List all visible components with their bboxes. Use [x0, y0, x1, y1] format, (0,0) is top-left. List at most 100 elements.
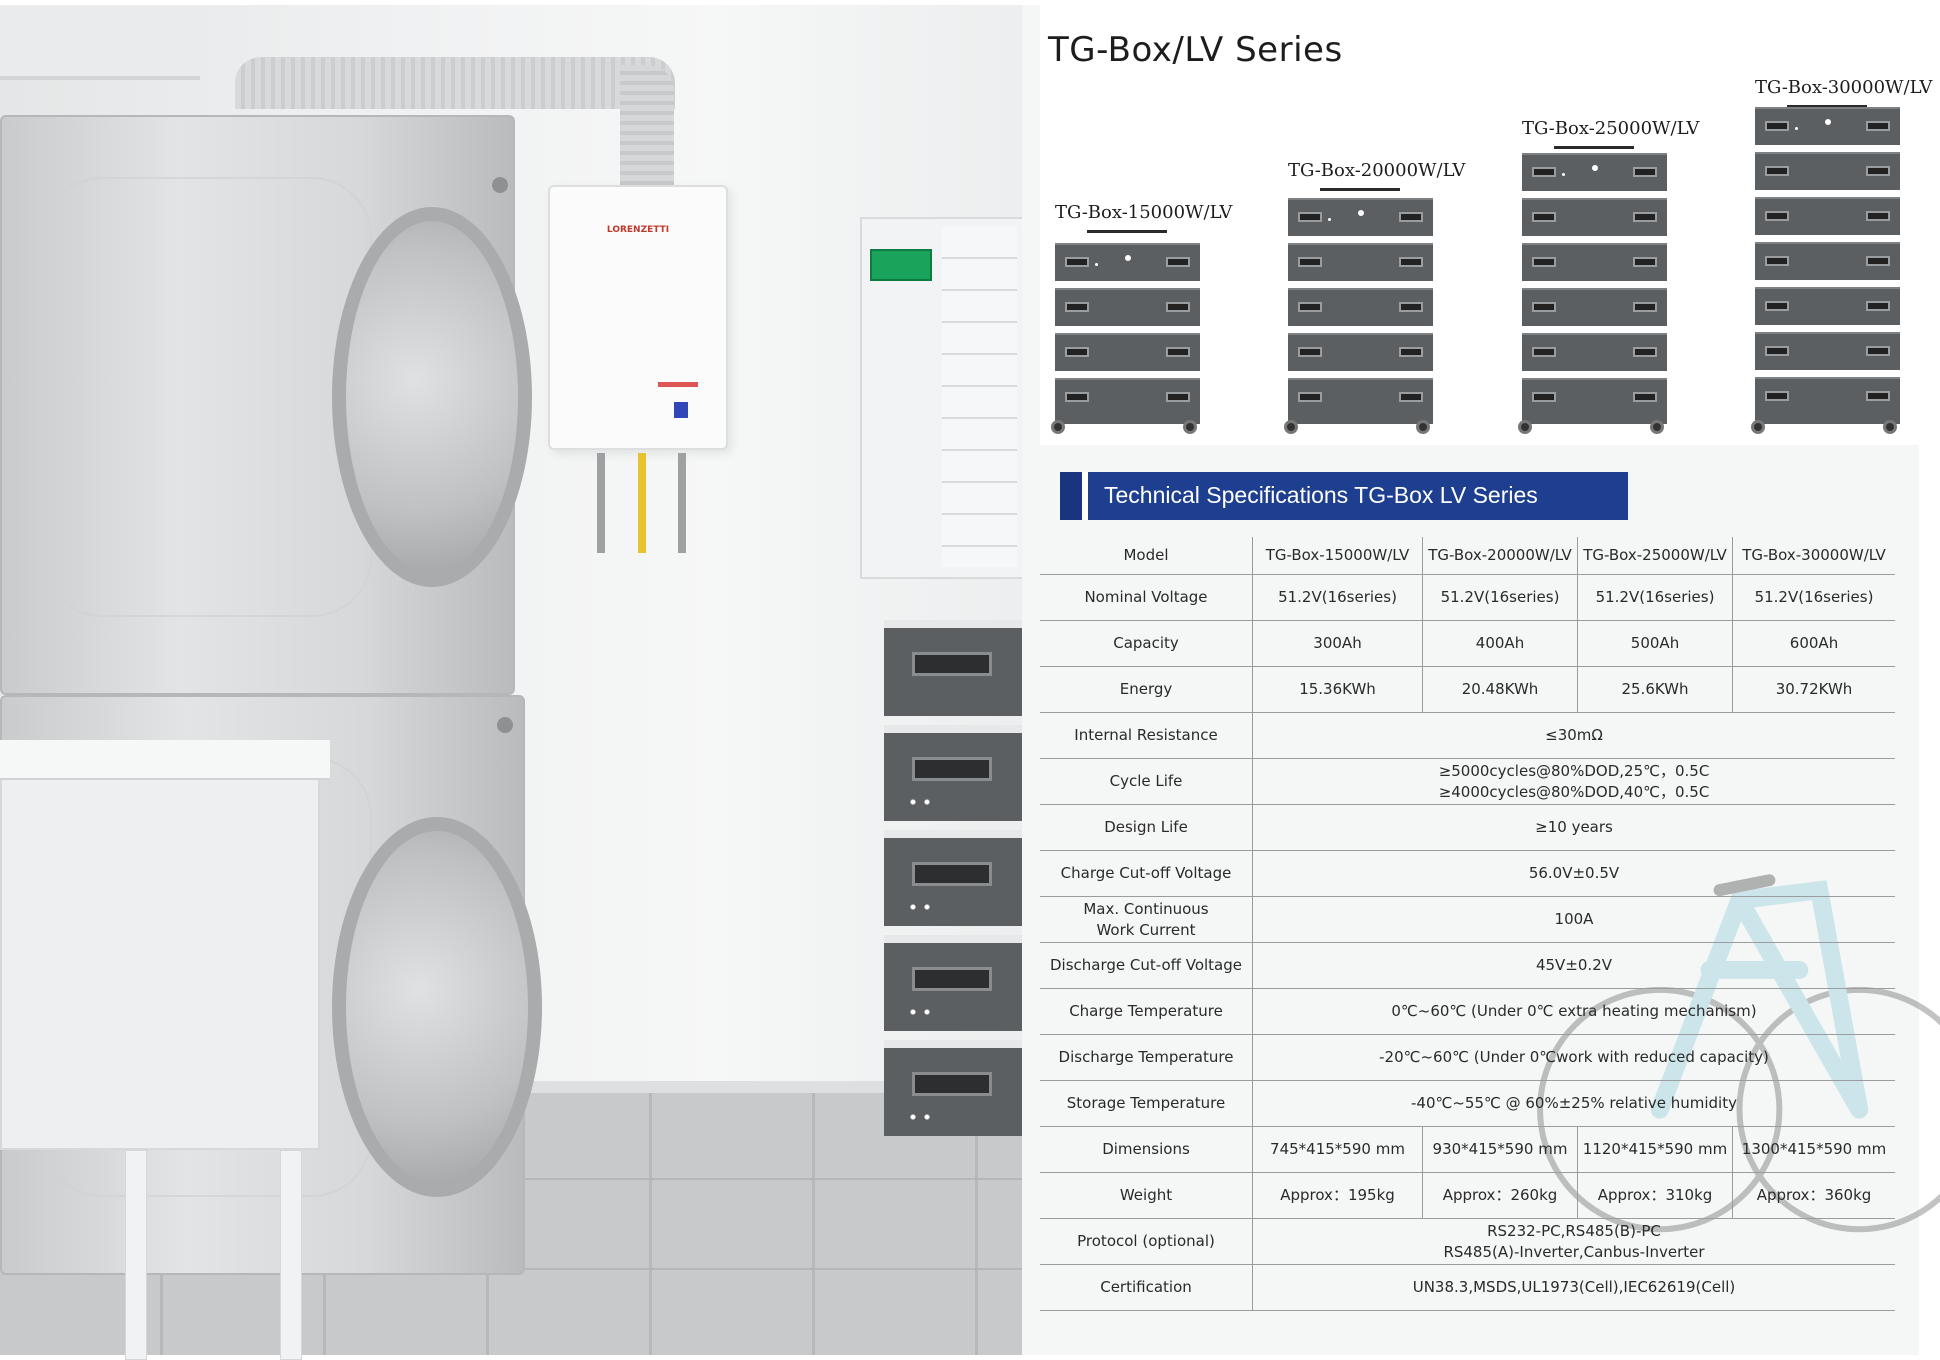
row-label: Capacity [1040, 621, 1253, 666]
table-cell: 20.48KWh [1423, 667, 1578, 712]
sink-leg [125, 1150, 147, 1360]
washer-door [332, 817, 542, 1197]
cell-text: ≥4000cycles@80%DOD,40℃，0.5C [1439, 782, 1710, 802]
table-cell: 51.2V(16series) [1733, 575, 1895, 620]
table-cell: 51.2V(16series) [1253, 575, 1423, 620]
battery-tower-label: TG-Box-20000W/LV [1288, 160, 1465, 181]
heater-brand-logo: LORENZETTI [550, 225, 726, 235]
cell-text: RS232-PC,RS485(B)-PC [1487, 1221, 1661, 1241]
utility-sink [0, 740, 320, 1150]
heater-display [674, 402, 688, 418]
table-cell: 51.2V(16series) [1578, 575, 1733, 620]
battery-tower-label: TG-Box-15000W/LV [1055, 202, 1232, 223]
row-label-text: Charge Cut-off Voltage [1061, 863, 1232, 883]
battery-module [1055, 333, 1200, 371]
battery-module [1288, 378, 1433, 416]
water-pipe [678, 453, 686, 553]
caster-wheel [1051, 420, 1065, 434]
row-label-text: Capacity [1113, 633, 1179, 653]
dryer-knob [492, 177, 508, 193]
battery-module [1755, 332, 1900, 370]
battery-tower-label: TG-Box-25000W/LV [1522, 118, 1699, 139]
inverter-unit [860, 217, 1025, 579]
row-label: Certification [1040, 1265, 1253, 1310]
row-label: Energy [1040, 667, 1253, 712]
dryer-duct [235, 57, 675, 109]
battery-module [1755, 107, 1900, 145]
caster-wheel [1416, 420, 1430, 434]
caster-wheel [1183, 420, 1197, 434]
table-cell: Approx：195kg [1253, 1173, 1423, 1218]
cell-text: RS485(A)-Inverter,Canbus-Inverter [1443, 1242, 1704, 1262]
row-label-text: Work Current [1096, 920, 1195, 940]
table-cell-span: -40℃~55℃ @ 60%±25% relative humidity [1253, 1081, 1895, 1126]
table-row: Internal Resistance ≤30mΩ [1040, 713, 1895, 759]
table-cell-span: -20℃~60℃ (Under 0℃work with reduced capa… [1253, 1035, 1895, 1080]
row-label-text: Dimensions [1102, 1139, 1190, 1159]
cell-text: -20℃~60℃ (Under 0℃work with reduced capa… [1379, 1047, 1769, 1067]
row-label-text: Cycle Life [1110, 771, 1183, 791]
row-label: Discharge Cut-off Voltage [1040, 943, 1253, 988]
battery-module [1055, 378, 1200, 416]
cell-text: ≥10 years [1535, 817, 1613, 837]
upper-cabinet [0, 5, 200, 80]
cell-text: UN38.3,MSDS,UL1973(Cell),IEC62619(Cell) [1413, 1277, 1736, 1297]
column-header: TG-Box-30000W/LV [1733, 537, 1895, 574]
row-label-text: Internal Resistance [1074, 725, 1217, 745]
inverter-fins [942, 227, 1017, 567]
battery-module [1522, 333, 1667, 371]
cell-text: ≥5000cycles@80%DOD,25℃，0.5C [1439, 761, 1710, 781]
battery-module [1288, 288, 1433, 326]
table-cell: 51.2V(16series) [1423, 575, 1578, 620]
battery-module [1055, 243, 1200, 281]
cell-text: -40℃~55℃ @ 60%±25% relative humidity [1411, 1093, 1737, 1113]
battery-module [1755, 152, 1900, 190]
battery-module [1288, 198, 1433, 236]
water-pipe [597, 453, 605, 553]
battery-module [1755, 242, 1900, 280]
table-cell-span: 0℃~60℃ (Under 0℃ extra heating mechanism… [1253, 989, 1895, 1034]
cell-text: 0℃~60℃ (Under 0℃ extra heating mechanism… [1391, 1001, 1756, 1021]
table-cell: 30.72KWh [1733, 667, 1895, 712]
table-cell: 300Ah [1253, 621, 1423, 666]
table-cell-span: 45V±0.2V [1253, 943, 1895, 988]
row-label-text: Discharge Temperature [1059, 1047, 1234, 1067]
utility-sink-rim [0, 740, 330, 780]
water-heater: LORENZETTI [548, 185, 728, 450]
table-cell-span: ≥10 years [1253, 805, 1895, 850]
battery-module [1522, 243, 1667, 281]
laundry-room-photo: LORENZETTI [0, 5, 1022, 1355]
table-cell-span: ≤30mΩ [1253, 713, 1895, 758]
caster-wheel [1650, 420, 1664, 434]
table-cell: Approx：260kg [1423, 1173, 1578, 1218]
washer-knob [497, 717, 513, 733]
row-label-text: Discharge Cut-off Voltage [1050, 955, 1242, 975]
cell-text: 100A [1555, 909, 1594, 929]
table-cell: 25.6KWh [1578, 667, 1733, 712]
battery-module [1522, 378, 1667, 416]
page-title: TG-Box/LV Series [1048, 30, 1343, 70]
table-cell: 930*415*590 mm [1423, 1127, 1578, 1172]
dryer-machine [0, 115, 515, 695]
row-label-text: Nominal Voltage [1084, 587, 1207, 607]
table-cell: 15.36KWh [1253, 667, 1423, 712]
table-row: Storage Temperature -40℃~55℃ @ 60%±25% re… [1040, 1081, 1895, 1127]
table-cell: 1120*415*590 mm [1578, 1127, 1733, 1172]
caster-wheel [1751, 420, 1765, 434]
row-label: Discharge Temperature [1040, 1035, 1253, 1080]
battery-tower-label: TG-Box-30000W/LV [1755, 77, 1932, 98]
table-row: Certification UN38.3,MSDS,UL1973(Cell),IE… [1040, 1265, 1895, 1311]
caster-wheel [1518, 420, 1532, 434]
table-cell: 500Ah [1578, 621, 1733, 666]
cell-text: ≤30mΩ [1545, 725, 1603, 745]
table-cell: 600Ah [1733, 621, 1895, 666]
row-label-text: Storage Temperature [1067, 1093, 1225, 1113]
gas-pipe [638, 453, 646, 553]
spec-title-banner: Technical Specifications TG-Box LV Serie… [1060, 472, 1628, 520]
